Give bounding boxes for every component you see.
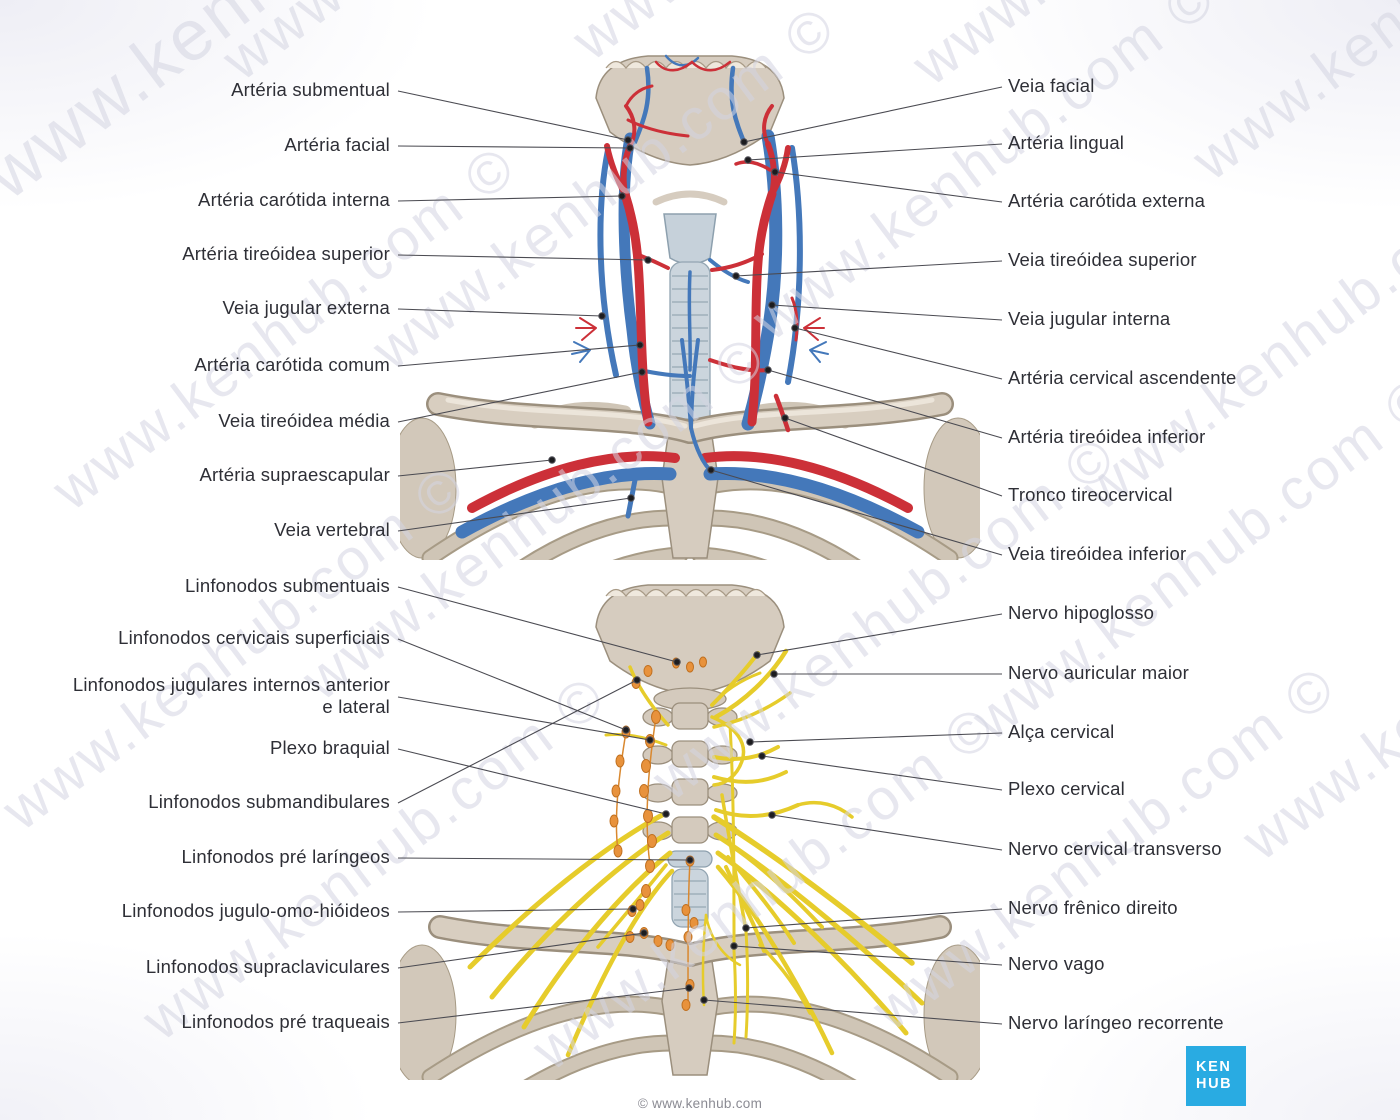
- label-arteria-tireoidea-superior: Artéria tireóidea superior: [182, 243, 390, 264]
- label-nervo-hipoglosso: Nervo hipoglosso: [1008, 602, 1155, 623]
- label-arteria-cervical-ascendente: Artéria cervical ascendente: [1008, 367, 1237, 388]
- teeth-row: [605, 60, 767, 70]
- label-plexo-braquial: Plexo braquial: [269, 737, 390, 758]
- label-tronco-tireocervical: Tronco tireocervical: [1008, 484, 1173, 505]
- label-nervo-frenico-direito: Nervo frênico direito: [1008, 897, 1178, 918]
- label-veia-facial: Veia facial: [1008, 75, 1095, 96]
- vascular-illustration: [400, 54, 980, 560]
- label-nervo-vago: Nervo vago: [1008, 953, 1105, 974]
- label-linfonodos-cervicais-superficiais: Linfonodos cervicais superficiais: [118, 627, 390, 648]
- label-arteria-tireoidea-inferior: Artéria tireóidea inferior: [1008, 426, 1206, 447]
- logo-text-hub: HUB: [1196, 1076, 1233, 1092]
- label-veia-jugular-interna: Veia jugular interna: [1008, 308, 1171, 329]
- label-arteria-carotida-comum: Artéria carótida comum: [194, 354, 390, 375]
- thyroid-cartilage: [663, 213, 717, 265]
- watermark-text: www.kenhub.com ©: [1230, 483, 1400, 873]
- label-linfonodos-pre-laringeos: Linfonodos pré laríngeos: [181, 846, 390, 867]
- label-veia-tireoidea-media: Veia tireóidea média: [218, 410, 390, 431]
- label-nervo-cervical-transverso: Nervo cervical transverso: [1008, 838, 1222, 859]
- label-linfonodos-submandibulares: Linfonodos submandibulares: [148, 791, 390, 812]
- label-linfonodos-jugulares-internos: Linfonodos jugulares internos anterior e…: [72, 674, 390, 717]
- sternum: [661, 960, 719, 1076]
- label-nervo-laringeo-recorrente: Nervo laríngeo recorrente: [1008, 1012, 1224, 1033]
- label-linfonodos-submentuais: Linfonodos submentuais: [185, 575, 390, 596]
- label-veia-tireoidea-superior: Veia tireóidea superior: [1008, 249, 1197, 270]
- label-arteria-lingual: Artéria lingual: [1008, 132, 1125, 153]
- label-arteria-carotida-externa: Artéria carótida externa: [1008, 190, 1206, 211]
- copyright-text: © www.kenhub.com: [637, 1096, 763, 1111]
- hyoid-bone: [652, 190, 728, 206]
- label-veia-tireoidea-inferior: Veia tireóidea inferior: [1008, 543, 1187, 564]
- label-nervo-auricular-maior: Nervo auricular maior: [1008, 662, 1190, 683]
- label-arteria-supraescapular: Artéria supraescapular: [199, 464, 390, 485]
- logo-text-ken: KEN: [1196, 1059, 1232, 1075]
- label-veia-jugular-externa: Veia jugular externa: [222, 297, 390, 318]
- label-linfonodos-jugulo-omo-hioideos: Linfonodos jugulo-omo-hióideos: [121, 900, 390, 921]
- label-veia-vertebral: Veia vertebral: [274, 519, 390, 540]
- label-linfonodos-supraclaviculares: Linfonodos supraclaviculares: [145, 956, 390, 977]
- label-arteria-carotida-interna: Artéria carótida interna: [198, 189, 390, 210]
- label-arteria-facial: Artéria facial: [284, 134, 390, 155]
- mandible-bone: [595, 584, 785, 695]
- kenhub-logo[interactable]: KEN HUB: [1186, 1046, 1246, 1106]
- label-arteria-submentual: Artéria submentual: [231, 79, 390, 100]
- watermark-text: www.kenhub.com ©: [1180, 0, 1400, 194]
- label-plexo-cervical: Plexo cervical: [1008, 778, 1125, 799]
- trachea-rings: [674, 880, 706, 921]
- label-linfonodos-pre-traqueais: Linfonodos pré traqueais: [181, 1011, 390, 1032]
- nerve-lymph-illustration: [400, 584, 980, 1080]
- label-alca-cervical: Alça cervical: [1008, 721, 1115, 742]
